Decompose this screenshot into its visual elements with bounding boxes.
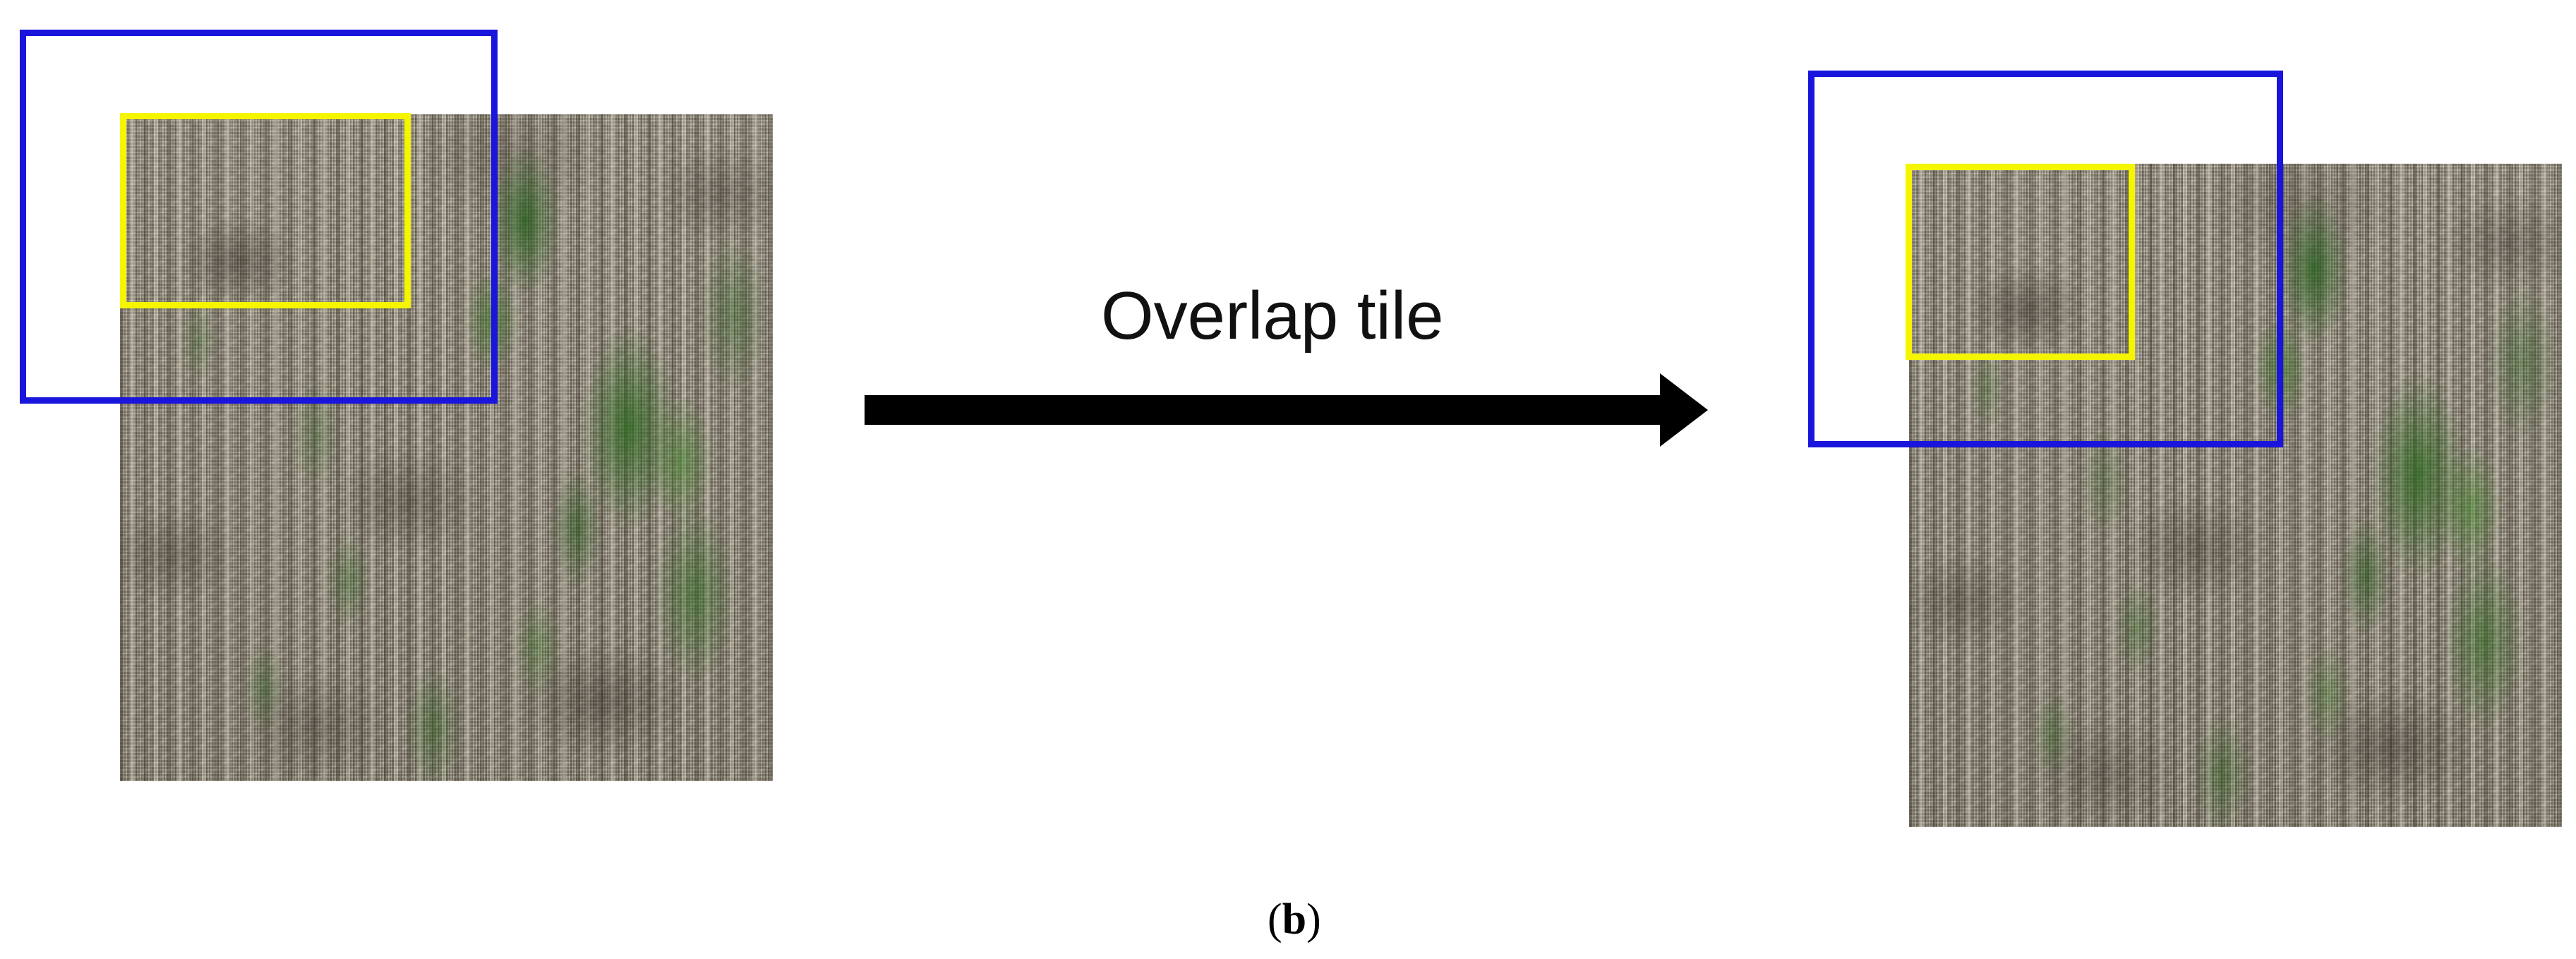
overlap-tile-arrow	[865, 373, 1708, 447]
left-tile-vegetation-patches	[120, 114, 773, 781]
right-blue-context-box	[1808, 71, 2283, 447]
panel-caption-open-paren: (	[1268, 895, 1282, 943]
left-blue-context-box	[20, 30, 498, 404]
arrow-shaft	[865, 395, 1663, 425]
left-aerial-tile	[120, 114, 773, 781]
panel-caption: (b)	[1268, 898, 1321, 941]
right-aerial-tile	[1909, 164, 2562, 827]
panel-caption-letter: b	[1282, 895, 1307, 943]
overlap-tile-label: Overlap tile	[1101, 278, 1444, 354]
left-yellow-prediction-box	[120, 113, 411, 308]
right-tile-vegetation-patches	[1909, 164, 2562, 827]
right-yellow-prediction-box	[1906, 164, 2135, 360]
panel-caption-close-paren: )	[1306, 895, 1321, 943]
arrow-head-icon	[1660, 373, 1708, 447]
